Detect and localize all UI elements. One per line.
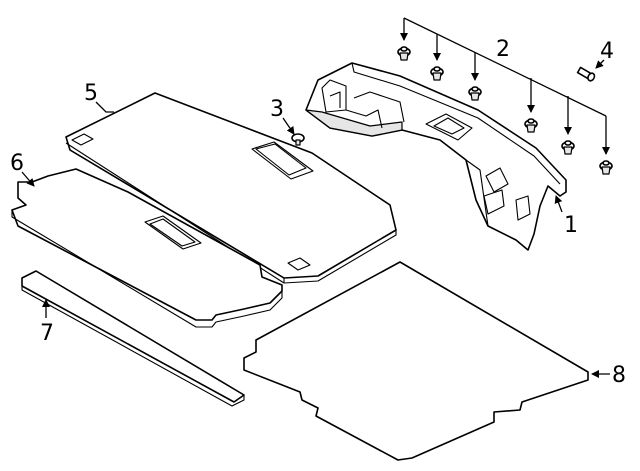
rear-floor-panel — [11, 168, 283, 328]
load-floor-panel — [65, 92, 397, 284]
retainer-clips — [397, 17, 613, 175]
callout-8: 8 — [612, 363, 626, 388]
clip-icon — [599, 160, 613, 175]
callout-3: 3 — [270, 97, 284, 122]
leader-6 — [21, 171, 35, 187]
fastener-3 — [282, 117, 305, 146]
fastener-4 — [576, 59, 605, 82]
clip-icon — [468, 86, 482, 101]
callout-6: 6 — [10, 151, 24, 176]
clip-icon — [430, 66, 444, 81]
callout-4: 4 — [600, 39, 614, 64]
callout-5: 5 — [84, 81, 98, 106]
leader-5 — [95, 101, 114, 113]
leader-1 — [554, 195, 563, 213]
clip-icon — [561, 140, 575, 155]
push-pin-icon — [291, 133, 305, 146]
cargo-mat — [243, 261, 589, 461]
callout-1: 1 — [564, 213, 578, 238]
clip-icon — [524, 118, 538, 133]
callout-7: 7 — [40, 321, 54, 346]
sill-trim-panel — [305, 62, 567, 251]
screw-clip-icon — [576, 66, 596, 82]
clip-icon — [397, 46, 411, 61]
trim-strip — [21, 270, 245, 407]
callout-2: 2 — [496, 37, 510, 62]
